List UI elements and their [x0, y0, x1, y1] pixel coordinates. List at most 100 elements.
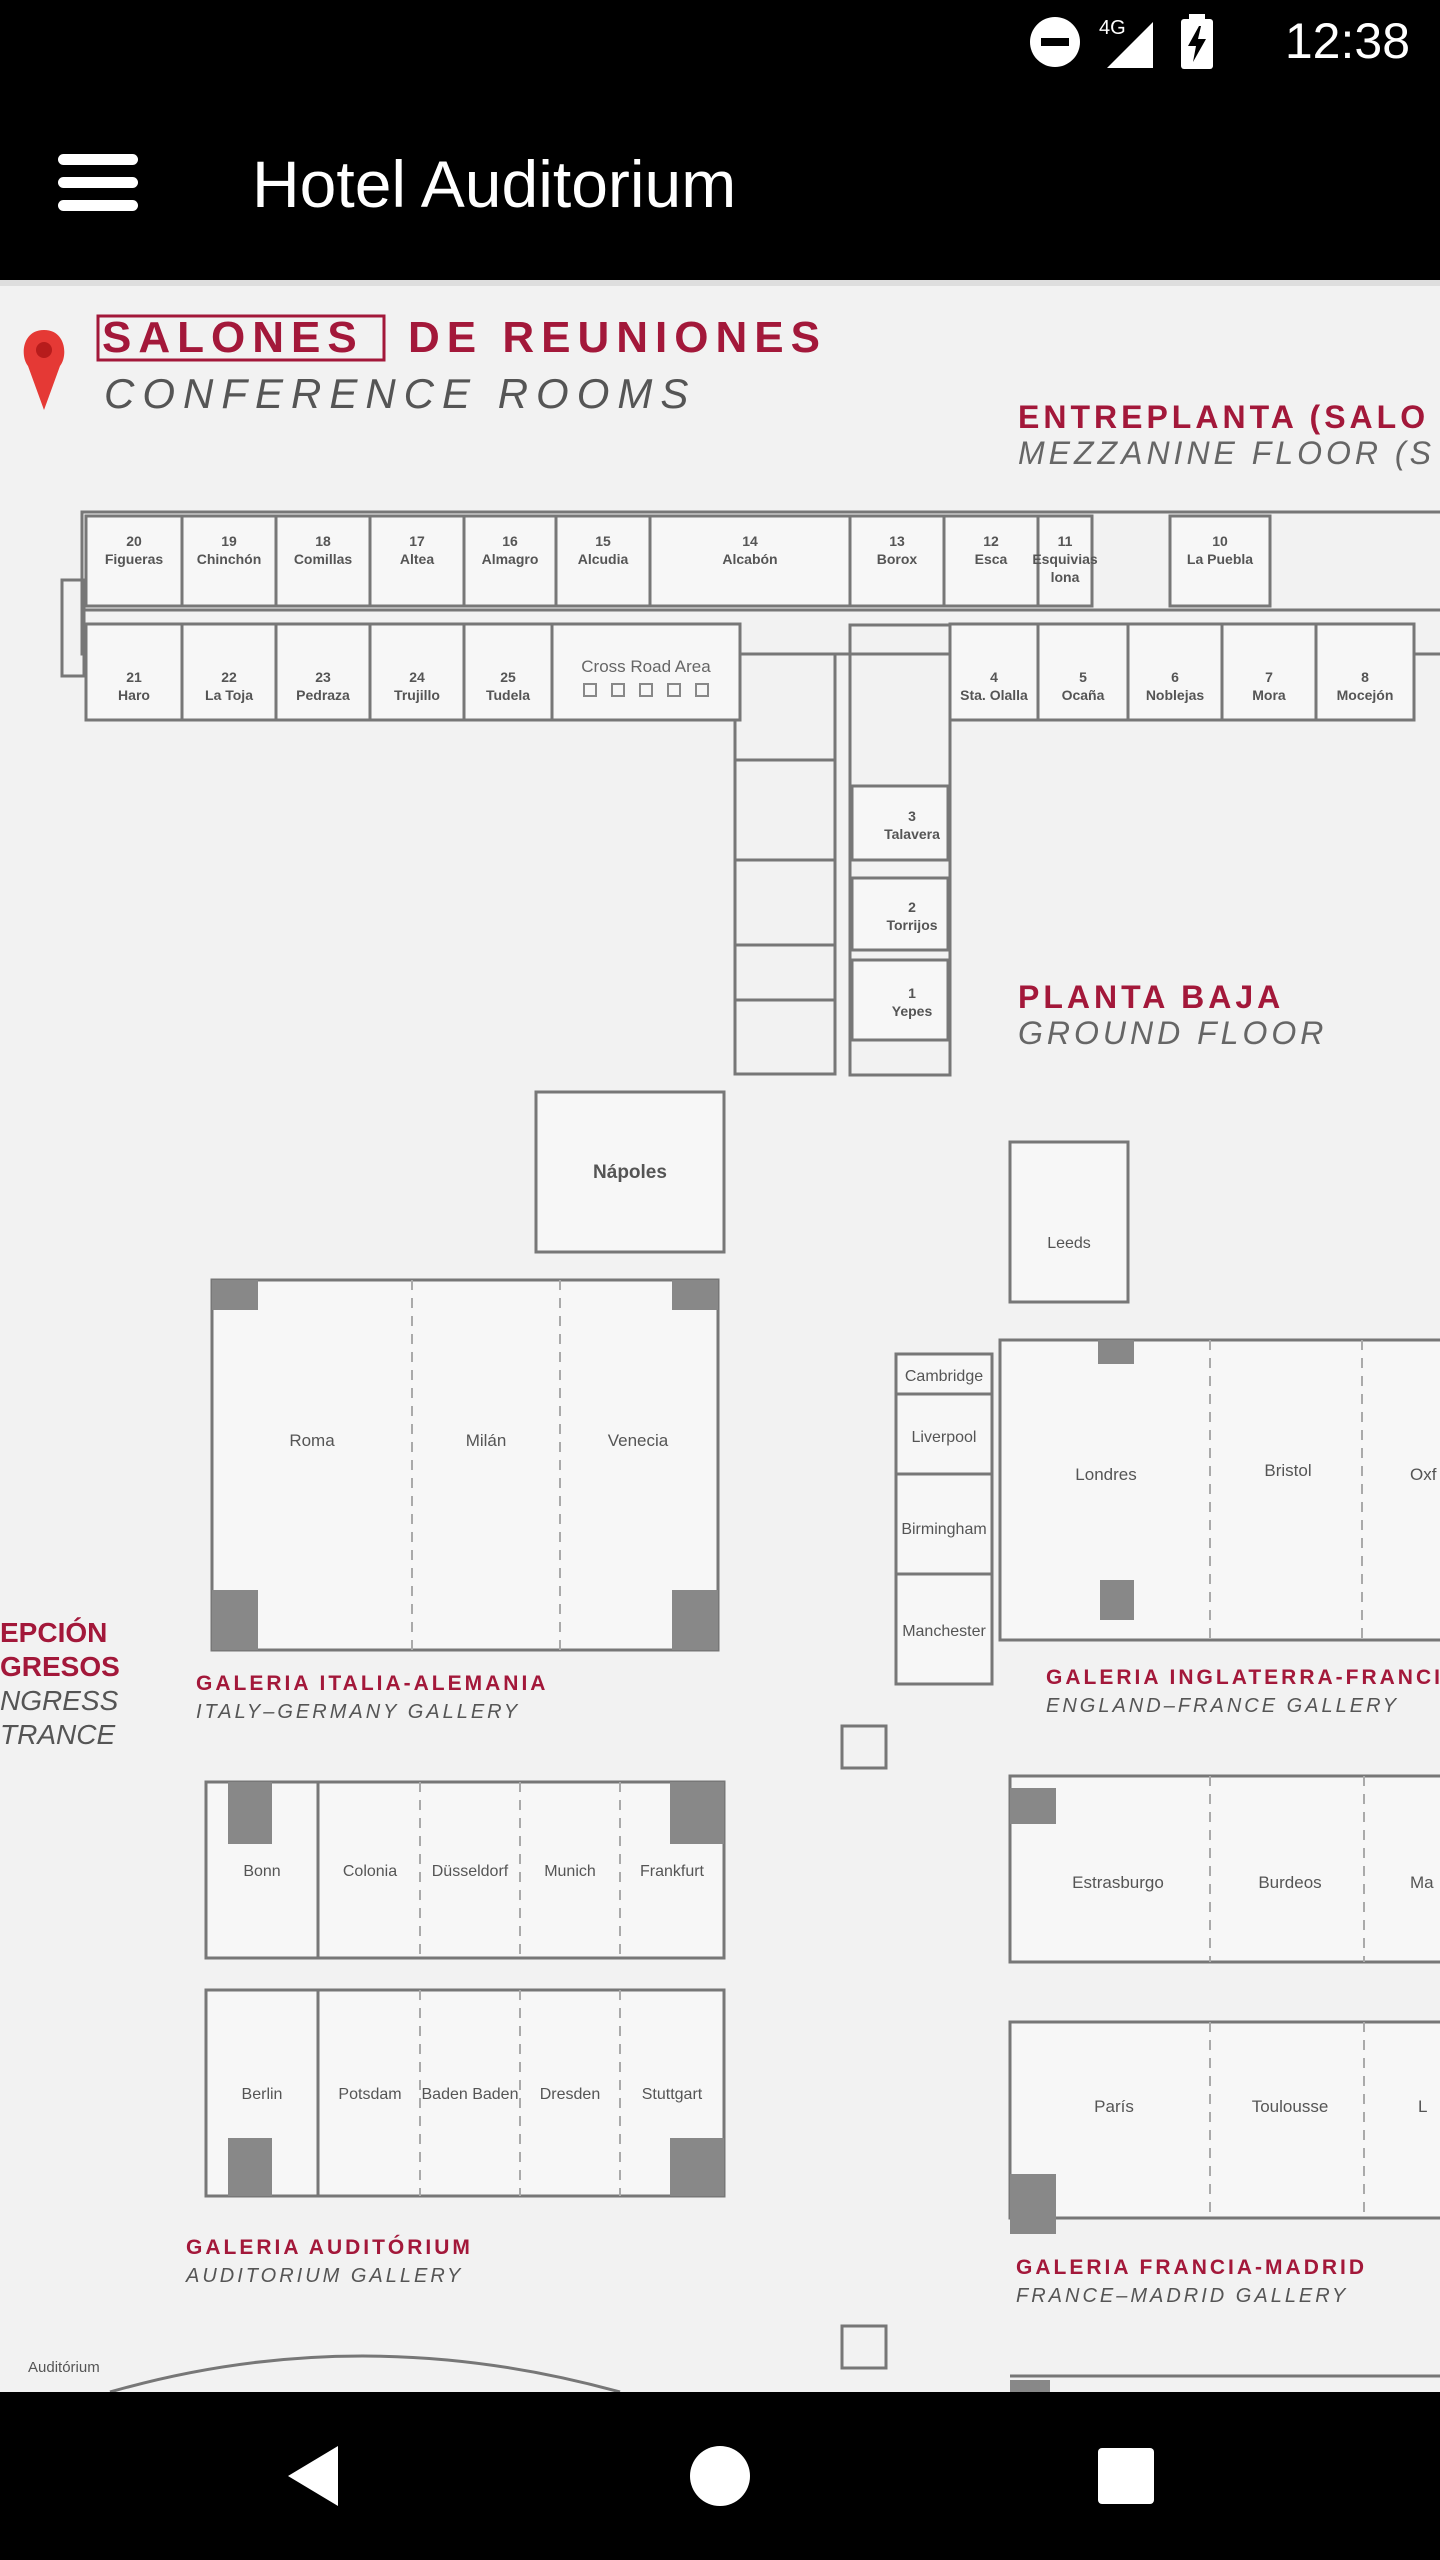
england-stack: [894, 1352, 994, 1686]
room-ma-label: Ma: [1410, 1873, 1434, 1892]
reception-es-1: EPCIÓN: [0, 1617, 107, 1648]
room-label: Baden Baden: [422, 2086, 519, 2103]
room-roma-label: Roma: [289, 1431, 335, 1450]
room-paris-label: París: [1094, 2097, 1134, 2116]
gallery-italy-en: ITALY–GERMANY GALLERY: [196, 1701, 520, 1723]
room-25[interactable]: [462, 622, 554, 722]
room-name-label: Almagro: [482, 551, 539, 567]
column-marker: [840, 2324, 888, 2370]
room-14[interactable]: [648, 514, 852, 608]
gallery-italy-es: GALERIA ITALIA-ALEMANIA: [196, 1672, 548, 1695]
room-label: Dresden: [540, 2086, 600, 2103]
back-triangle-icon[interactable]: [276, 2436, 356, 2516]
room-cambridge-label: Cambridge: [905, 1368, 983, 1385]
room-name-label: La Puebla: [1187, 551, 1253, 567]
room-15[interactable]: [554, 514, 652, 608]
floor-plan-svg: SALONES DE REUNIONES CONFERENCE ROOMS EN…: [0, 280, 1440, 2392]
battery-charging-icon: [1181, 14, 1213, 69]
italy-block: [210, 1278, 720, 1652]
room-number-label: 6: [1171, 669, 1179, 685]
room-23[interactable]: [274, 622, 372, 722]
room-name-label: Trujillo: [394, 687, 440, 703]
auditorium-label: Auditórium: [28, 2359, 100, 2376]
room-name-label: Alcabón: [722, 551, 777, 567]
room-toulousse-label: Toulousse: [1252, 2097, 1329, 2116]
room-name-label: Haro: [118, 687, 150, 703]
hamburger-menu-icon[interactable]: [58, 142, 138, 222]
england-block: [998, 1338, 1440, 1642]
room-number-label: 17: [409, 533, 425, 549]
room-number-label: 2: [908, 899, 916, 915]
network-label: 4G: [1099, 17, 1126, 39]
room-12[interactable]: [942, 514, 1040, 608]
room-name-label: Torrijos: [886, 917, 937, 933]
room-name-label: Tudela: [486, 687, 530, 703]
room-label: Colonia: [343, 1863, 397, 1880]
room-name-label: Talavera: [884, 826, 940, 842]
reception-en-1: NGRESS: [0, 1685, 119, 1716]
room-napoles-label: Nápoles: [593, 1162, 667, 1183]
room-10[interactable]: [1168, 514, 1272, 608]
floor-map[interactable]: SALONES DE REUNIONES CONFERENCE ROOMS EN…: [0, 280, 1440, 2392]
map-pin-icon: [23, 330, 65, 410]
room-label: Düsseldorf: [432, 1863, 509, 1880]
room-leeds[interactable]: [1008, 1140, 1130, 1304]
room-number-label: 25: [500, 669, 516, 685]
cross-road-area[interactable]: [550, 622, 742, 722]
room-liverpool-label: Liverpool: [912, 1429, 977, 1446]
room-2[interactable]: [850, 876, 950, 952]
mezzanine-es: ENTREPLANTA (SALO: [1018, 399, 1429, 435]
room-16[interactable]: [462, 514, 558, 608]
room-5[interactable]: [1036, 622, 1130, 722]
room-6[interactable]: [1126, 622, 1224, 722]
room-3[interactable]: [850, 784, 950, 862]
room-name-label: Noblejas: [1146, 687, 1205, 703]
room-name-label: Pedraza: [296, 687, 350, 703]
room-name-label: Mora: [1252, 687, 1286, 703]
app-title: Hotel Auditorium: [252, 147, 737, 221]
recents-square-icon[interactable]: [1086, 2436, 1166, 2516]
room-name-label: Figueras: [105, 551, 164, 567]
room-number-label: 19: [221, 533, 237, 549]
room-londres-label: Londres: [1075, 1465, 1136, 1484]
gallery-england-es: GALERIA INGLATERRA-FRANCIA: [1046, 1666, 1440, 1689]
room-4[interactable]: [948, 622, 1040, 722]
signal-icon: 4G: [1099, 17, 1153, 68]
room-24[interactable]: [368, 622, 466, 722]
gallery-auditorium-en: AUDITORIUM GALLERY: [185, 2265, 463, 2287]
ground-en: GROUND FLOOR: [1018, 1015, 1327, 1051]
room-number-label: 11: [1058, 533, 1073, 549]
room-number-label: 12: [983, 533, 999, 549]
room-milan-label: Milán: [466, 1431, 507, 1450]
gallery-england-en: ENGLAND–FRANCE GALLERY: [1046, 1695, 1399, 1717]
room-name-label: Esca: [975, 551, 1008, 567]
room-name-label: Altea: [400, 551, 434, 567]
room-manchester-label: Manchester: [902, 1623, 986, 1640]
room-21[interactable]: [84, 622, 184, 722]
system-nav-bar: [0, 2392, 1440, 2560]
heading-es-box: SALONES: [102, 313, 364, 362]
room-label: Frankfurt: [640, 1863, 705, 1880]
room-number-label: 7: [1265, 669, 1273, 685]
reception-es-2: GRESOS: [0, 1651, 120, 1682]
room-label: Berlin: [242, 2086, 283, 2103]
cross-road-label: Cross Road Area: [581, 657, 711, 676]
room-number-label: 22: [221, 669, 237, 685]
room-name-label: Chinchón: [197, 551, 262, 567]
room-11[interactable]: [1036, 514, 1094, 608]
room-napoles[interactable]: [534, 1090, 726, 1254]
room-number-label: 14: [742, 533, 758, 549]
room-1[interactable]: [850, 958, 950, 1042]
room-name-label: Alcudia: [578, 551, 629, 567]
room-oxf-label: Oxf: [1410, 1465, 1437, 1484]
room-name-label: La Toja: [205, 687, 253, 703]
room-label: Stuttgart: [642, 2086, 703, 2103]
france-block-1: [1008, 1774, 1440, 1964]
room-8[interactable]: [1314, 622, 1416, 722]
room-number-label: 4: [990, 669, 998, 685]
home-circle-icon[interactable]: [680, 2436, 760, 2516]
